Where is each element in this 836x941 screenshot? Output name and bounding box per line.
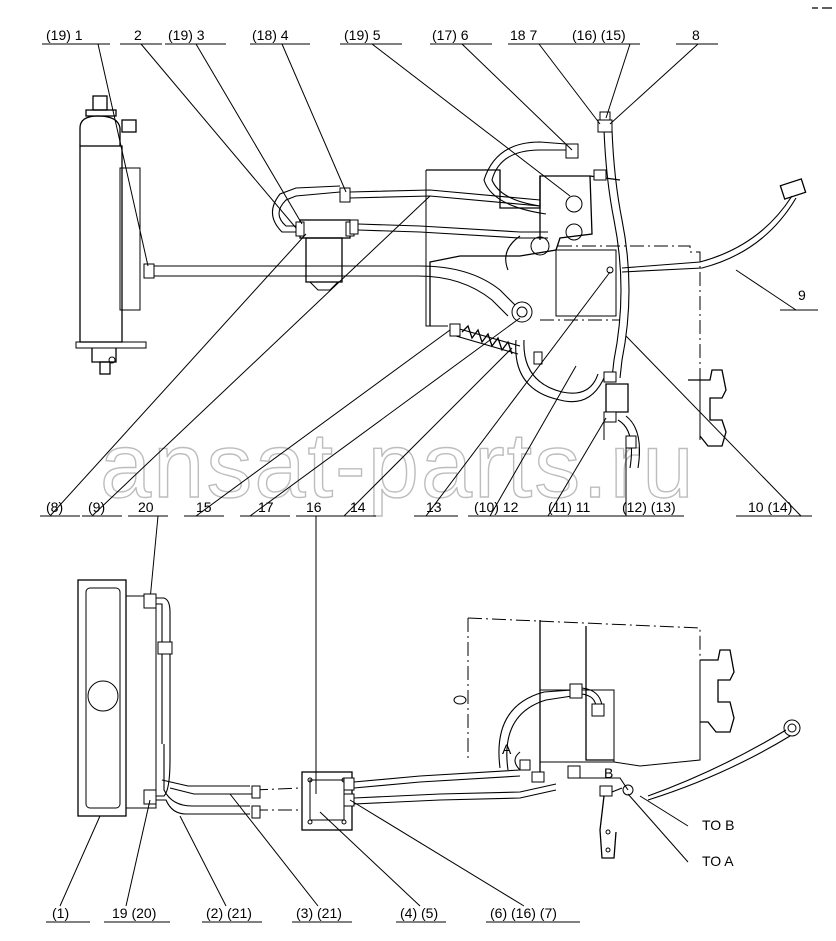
callout-18-4: (18) 4 [252,27,289,43]
callout-15: 15 [196,499,212,515]
filter-assembly [295,187,359,291]
callout-underlines [40,43,818,517]
callout-17-6: (17) 6 [432,27,469,43]
callout-17: 17 [258,499,274,515]
spring-hose [449,323,521,355]
callout-14: 14 [350,499,366,515]
mid-leaders [49,195,627,794]
callout-4-5: (4) (5) [400,905,438,921]
callout-19-5: (19) 5 [344,27,381,43]
port-label-a: A [502,741,512,757]
callout-16: 16 [306,499,322,515]
callout-9: 9 [798,287,806,303]
callout-8b: (8) [46,499,63,515]
upper-leaders [97,43,802,517]
callout-18-7: 18 7 [510,27,537,43]
callout-13: 13 [426,499,442,515]
watermark-text: ansat-parts.ru [100,415,696,517]
callout-2: 2 [134,27,142,43]
callout-2-21: (2) (21) [206,905,252,921]
callout-8: 8 [692,27,700,43]
callout-1b: (1) [52,905,69,921]
callout-6-16-7: (6) (16) (7) [490,905,557,921]
callout-10-14: 10 (14) [748,499,792,515]
callout-16-15: (16) (15) [572,27,626,43]
callout-labels: (19) 1 2 (19) 3 (18) 4 (19) 5 (17) 6 18 … [46,27,806,921]
pump-housing [453,617,735,776]
valve-block-11 [605,383,629,413]
callout-9b: (9) [88,499,105,515]
callout-10-12: (10) 12 [474,499,519,515]
oil-tank-lower [77,579,157,817]
manifold-block [301,771,355,831]
callout-3-21: (3) (21) [296,905,342,921]
callout-19-3: (19) 3 [168,27,205,43]
port-label-b: B [604,765,613,781]
lower-leaders [59,793,689,907]
callout-19-20: 19 (20) [112,905,156,921]
to-a-label: TO A [702,853,734,869]
lower-assembly [77,579,801,859]
valve-body [425,169,727,447]
to-b-label: TO B [702,817,734,833]
fitting-8 [597,119,613,133]
callout-11-11: (11) 11 [548,499,590,515]
callout-12-13: (12) (13) [622,499,676,515]
callout-20: 20 [138,499,154,515]
gauge-9 [779,178,807,200]
oil-tank-upper [75,95,155,375]
callout-19-1: (19) 1 [46,27,83,43]
upper-assembly [75,95,807,469]
